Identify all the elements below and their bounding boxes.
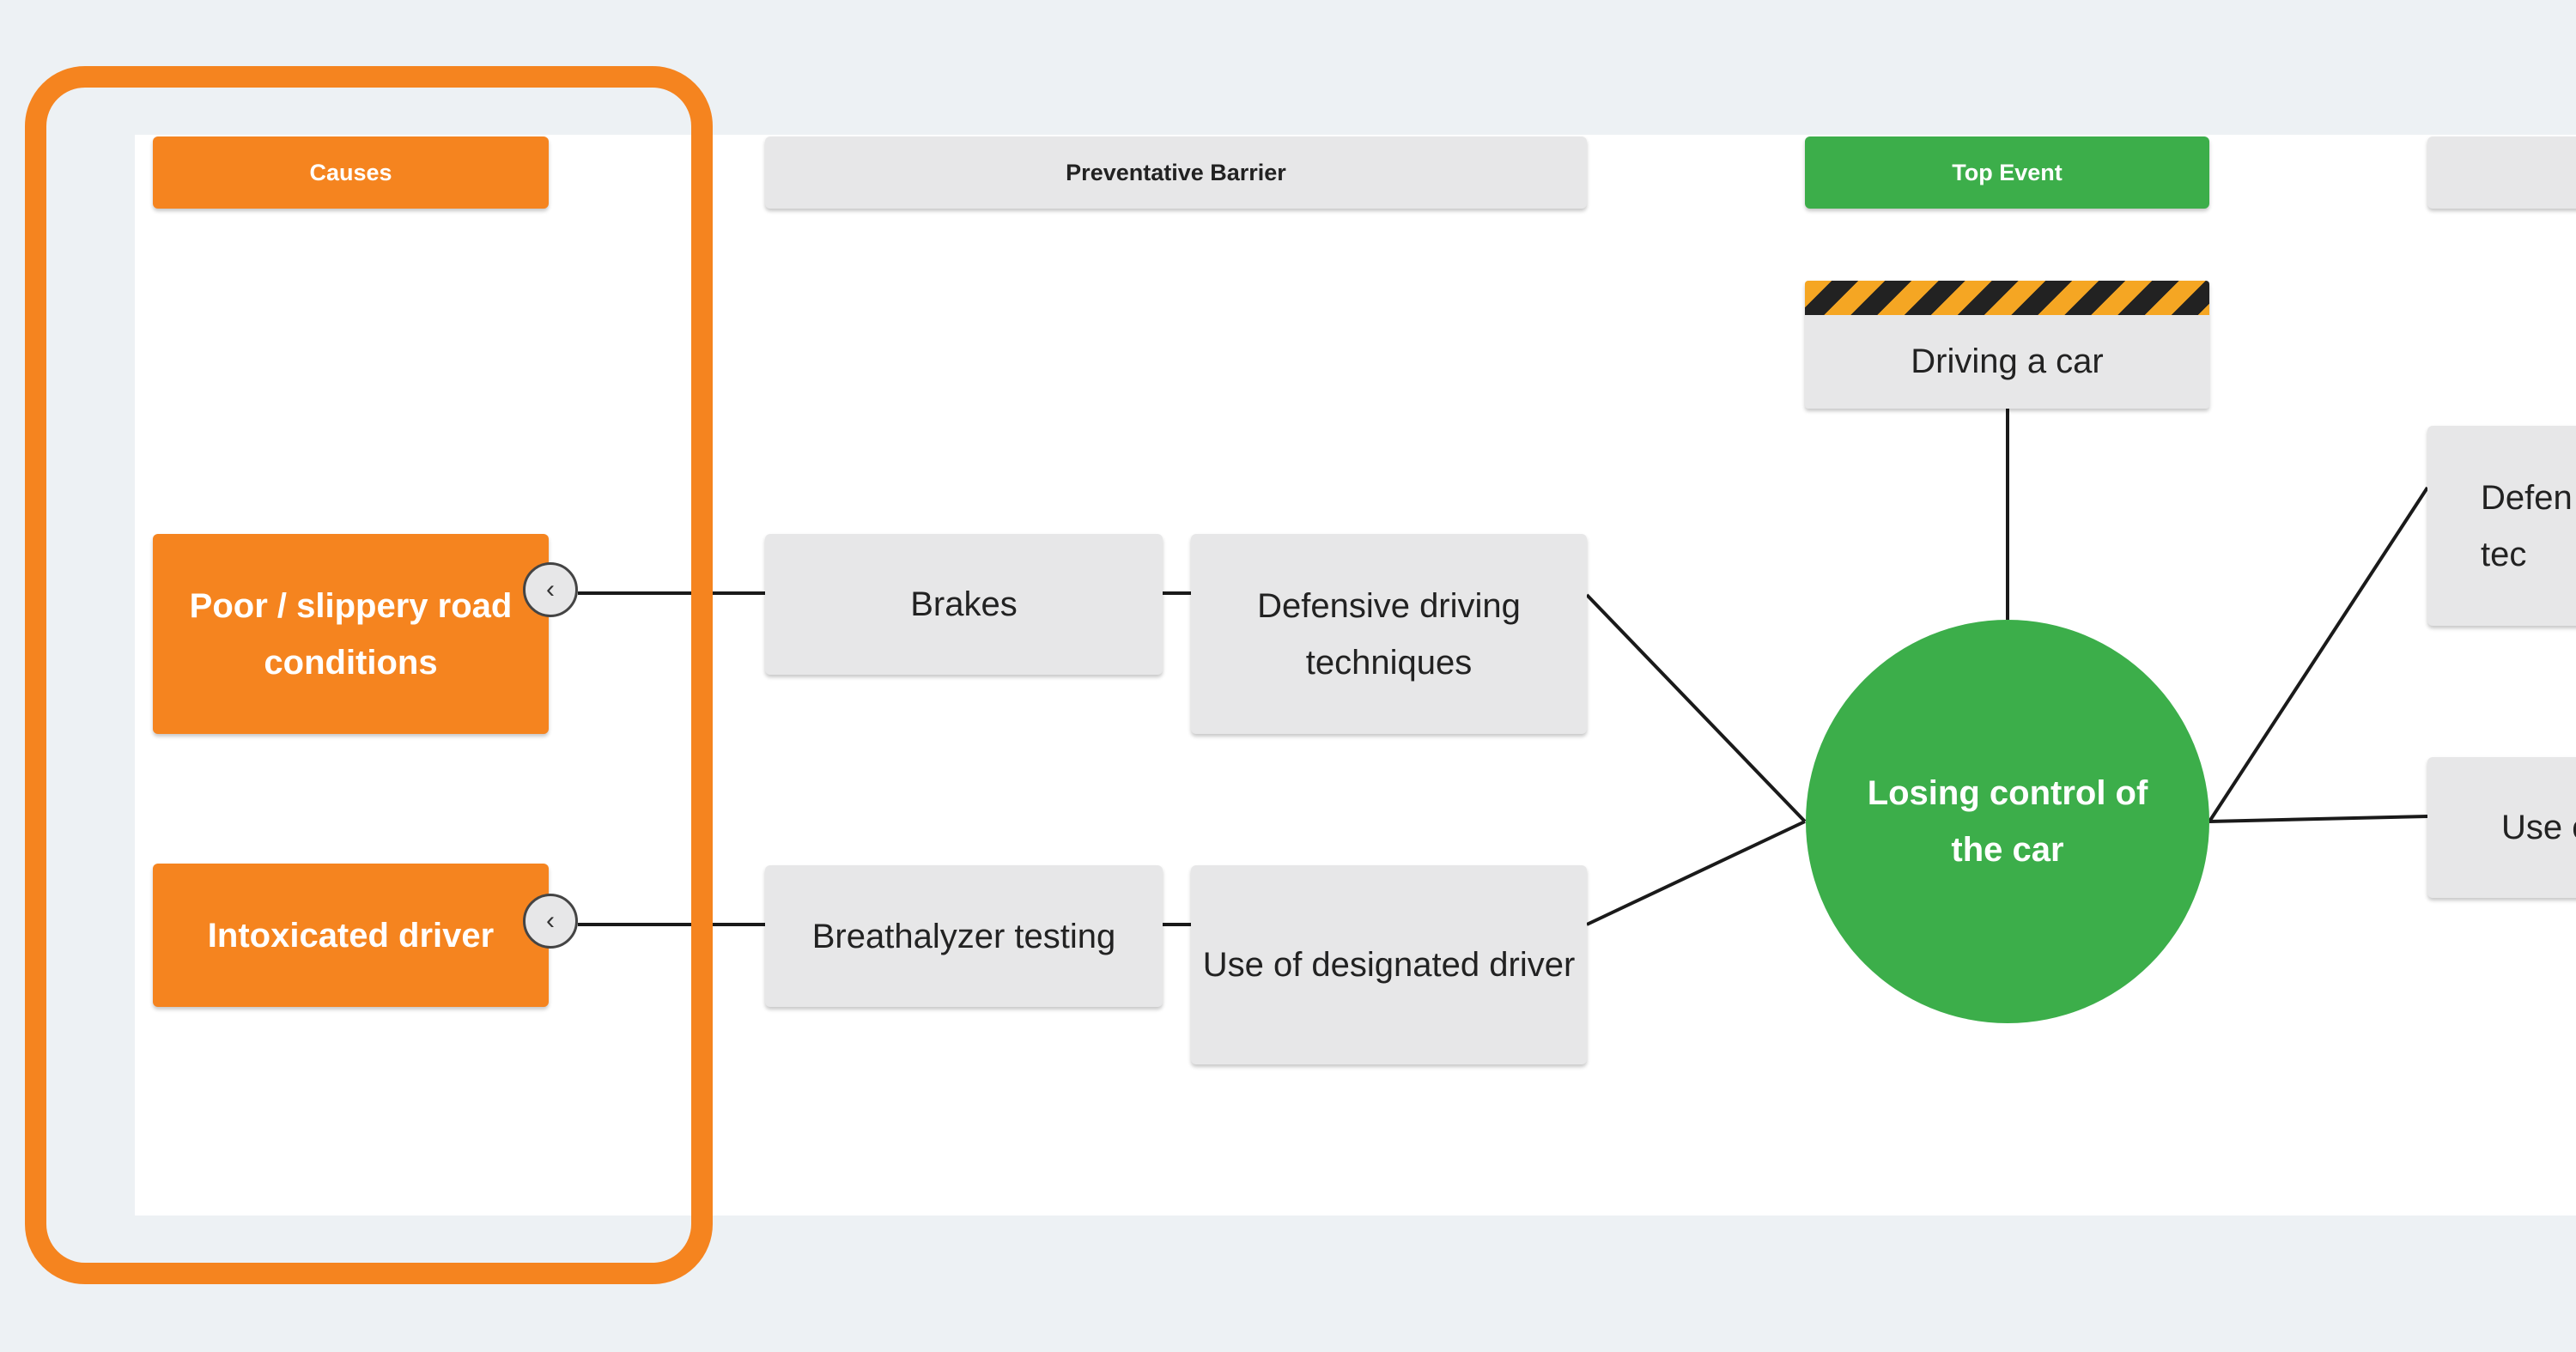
header-preventative-barrier: Preventative Barrier [765,136,1587,209]
header-causes: Causes [153,136,549,209]
collapse-button-cause1[interactable]: ‹ [523,562,578,617]
cause-node-intoxicated-driver[interactable]: Intoxicated driver [153,864,549,1007]
barrier-node-brakes[interactable]: Brakes [765,534,1163,675]
causes-column-highlight [25,66,713,1284]
barrier-node-defensive-driving[interactable]: Defensive driving techniques [1191,534,1587,734]
header-top-event: Top Event [1805,136,2209,209]
chevron-left-icon: ‹ [546,906,555,935]
connector-defensive-topevent [1585,593,1807,823]
chevron-left-icon: ‹ [546,575,555,603]
cause-node-road-conditions[interactable]: Poor / slippery road conditions [153,534,549,734]
right-node-defensive[interactable]: Defen tec [2427,426,2576,626]
collapse-button-cause2[interactable]: ‹ [523,894,578,949]
connector-topevent-right1 [2208,486,2429,823]
hazard-label: Driving a car [1911,343,2104,380]
header-right [2427,136,2576,209]
barrier-node-breathalyzer[interactable]: Breathalyzer testing [765,865,1163,1007]
barrier-node-designated-driver[interactable]: Use of designated driver [1191,865,1587,1064]
top-event-node[interactable]: Losing control of the car [1806,620,2209,1023]
connector-designated-topevent [1586,820,1806,926]
right-node-use-of[interactable]: Use o [2427,757,2576,898]
hazard-node[interactable]: Driving a car [1805,281,2209,409]
connector-topevent-right2 [2208,815,2428,823]
hazard-stripe [1805,281,2209,315]
